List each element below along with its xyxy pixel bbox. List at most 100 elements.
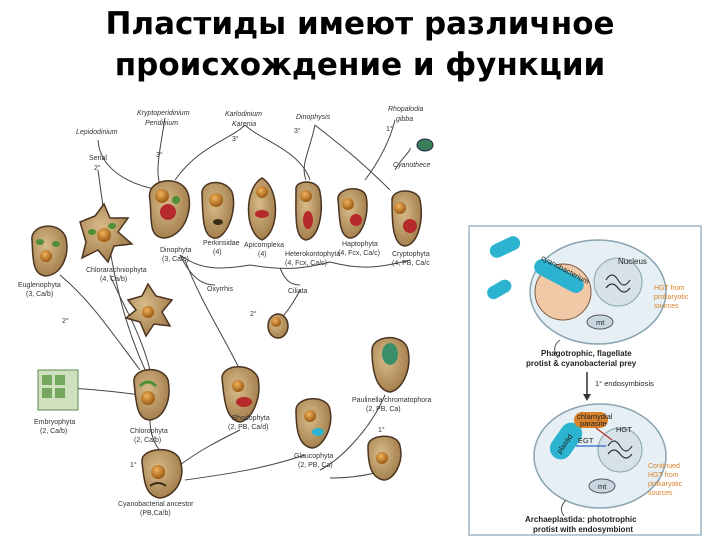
label-hgt: HGT [616,425,632,434]
label-chlorarachniophyta: Chlorarachniophyta [86,267,147,274]
branch-cyanothece [394,147,411,171]
branch-serial [97,169,151,381]
branch-rhodophyta [179,429,241,466]
branch-karlodinium [174,124,246,181]
branch-dinophysis-b [314,124,391,191]
label-dinophysis: Dinophysis [296,114,331,121]
cell-embryophyta [37,369,79,411]
cell-cryptophyta [391,190,422,247]
label-glaucophyta: Glaucophyta [294,453,333,460]
cell-heterokontophyta [295,181,322,241]
engulfed-cyanobacterium [534,259,584,293]
cyan-prey-2 [487,279,512,300]
cell-paulinella [371,336,410,393]
label-cyano-ancestor: Cyanobacterial ancestor [118,501,194,508]
cell-ciliata [267,313,289,339]
label-hgt-top-3: sources [654,303,679,310]
branch-group-row [179,254,411,269]
branch-embryophyta [69,387,141,396]
label-rhodophyta-sub: (2, PB, Ca/d) [228,424,268,431]
label-haptophyta-sub: (4, Fcx, Ca/c) [338,250,380,257]
label-chlorophyta: Chlorophyta [130,428,168,435]
label-glaucophyta-sub: (2, PB, Ca) [298,462,333,469]
caption-bottom-2: protist with endosymbiont [533,525,633,534]
branch-rhopalodia [364,119,396,181]
inset-panel: cyanobacterium Nucleus mt HGT from proka… [468,225,702,536]
label-cyanothece: Cyanothece [393,162,430,169]
chlamydial-parasite [574,412,608,428]
caption-bottom-1: Archaeplastida: phototrophic [525,515,637,524]
label-karlodinium: Karlodinium [225,111,262,118]
label-peridinium: Peridinium [145,120,178,127]
label-kryptoperidinium: Kryptoperidinium [137,110,190,117]
label-mt-bottom: mt [598,482,607,491]
cell-dinophyta [148,180,191,239]
label-nucleus: Nucleus [618,257,647,266]
branch-karlodinium-b [244,124,311,181]
mark-2-a: 2° [94,164,101,172]
label-chlorophyta-sub: (2, Ca/b) [134,437,161,444]
label-dinophyta-sub: (3, Ca/c) [162,256,189,263]
cell-chlorarachniophyta [79,202,134,264]
label-cyano-ancestor-sub: (PB,Ca/b) [140,510,171,517]
label-embryophyta-sub: (2, Ca/b) [40,428,67,435]
label-chlamydial-1: chlamydial [577,412,613,421]
label-rhodophyta: Rhodophyta [232,415,270,422]
branch-euglenophyta [59,274,141,371]
mark-serial: Serial [89,155,107,162]
label-continued-2: HGT from [648,472,679,479]
branch-rhodo-to-top [184,259,241,371]
bottom-cell-nucleus [597,427,643,473]
branch-glaucophyta [184,454,306,481]
endosymbiosis-marks: Serial 2° 3° 3° 3° 1° 2° 2° 1° 1° [62,125,393,469]
cell-euglenophyta [31,225,68,277]
branch-ciliata [279,267,301,286]
cell-right-lower [367,435,402,481]
label-dinophyta: Dinophyta [160,247,192,254]
label-lepidodinium: Lepidodinium [76,129,118,136]
group-labels: Dinophyta (3, Ca/c) Perkinsidae (4) Apic… [18,240,431,517]
label-heterokontophyta-sub: (4, Fcx, Ca/c) [285,260,327,267]
label-apicomplexa-sub: (4) [258,251,267,258]
label-haptophyta: Haptophyta [342,241,378,248]
label-gibba: gibba [396,116,413,123]
label-perkinsidae: Perkinsidae [203,240,240,247]
mark-1-b: 1° [130,461,137,469]
branch-dinophysis [303,124,316,181]
cell-rhodophyta [221,366,260,423]
mark-1-c: 1° [378,426,385,434]
label-oxyrrhis: Oxyrrhis [207,286,234,293]
caption-top-1: Phagotrophic, flagellate [541,349,632,358]
plastid [549,422,583,460]
top-mitochondrion [586,314,614,330]
label-rhopalodia: Rhopalodia [388,106,424,113]
branch-oxyrrhis [179,254,216,286]
label-hgt-top-1: HGT from [654,285,685,292]
tree-top-labels: Lepidodinium Kryptoperidinium Peridinium… [76,106,430,169]
branch-paulinella [319,394,386,471]
label-ciliata: Ciliata [288,288,308,295]
label-cryptophyta: Cryptophyta [392,251,430,258]
label-hgt-top-2: prokaryotic [654,294,689,301]
cell-cyano-ancestor [141,448,183,499]
label-egt: EGT [578,436,594,445]
cell-perkinsidae [201,181,235,239]
cell-oxyrrhis [124,282,174,338]
label-continued-1: Continued [648,463,680,470]
label-continued-4: sources [648,490,673,497]
cell-cyanothece [416,138,434,152]
label-heterokontophyta: Heterokontophyta [285,251,340,258]
label-karenia: Karenia [232,121,256,128]
label-perkinsidae-sub: (4) [213,249,222,256]
label-mt-top: mt [596,318,605,327]
label-paulinella-sub: (2, PB, Ca) [366,406,401,413]
label-euglenophyta: Euglenophyta [18,282,61,289]
mark-2-c: 2° [250,310,257,318]
label-paulinella: Paulinella chromatophora [352,397,431,404]
label-endosymbiosis: 1° endosymbiosis [595,379,654,388]
cell-chlorophyta [133,369,170,421]
cyan-prey-1 [489,236,521,258]
slide-title-line-1: Пластиды имеют различное [105,6,615,42]
slide-title: Пластиды имеют различное происхождение и… [0,4,720,86]
